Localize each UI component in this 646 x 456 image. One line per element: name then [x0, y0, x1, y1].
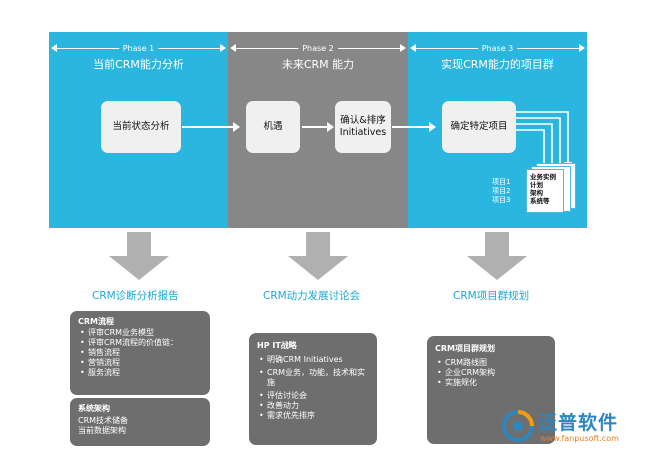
crm-process-box: CRM流程 评审CRM业务模型 评审CRM流程的价值链： 销售流程 营销流程 服… — [70, 311, 210, 395]
hp-it-strategy-heading: HP IT战略 — [257, 341, 297, 350]
system-architecture-heading: 系统架构 — [78, 404, 110, 413]
list-item: 企业CRM架构 — [437, 368, 547, 378]
opportunity-label: 机遇 — [263, 121, 283, 132]
logo-url: www.fanpusoft.com — [540, 434, 619, 443]
doc-line: 业务实例 — [530, 173, 556, 181]
list-item: CRM业务，功能，技术和实施 — [259, 368, 369, 388]
crm-program-box: CRM项目群规划 CRM路线图 企业CRM架构 实施规化 — [427, 336, 555, 444]
logo-name: 泛普软件 — [538, 412, 619, 434]
report-1: CRM诊断分析报告 — [92, 290, 179, 302]
specific-projects-box: 确定特定项目 — [442, 101, 516, 153]
doc-line: 系统等 — [530, 197, 550, 205]
phase-3-title: 实现CRM能力的项目群 — [441, 58, 554, 71]
list-item: 服务流程 — [80, 368, 202, 378]
phase-2-title: 未来CRM 能力 — [281, 58, 355, 71]
list-item: 评审CRM业务模型 — [80, 328, 202, 338]
project-labels: 项目1 项目2 项目3 — [492, 178, 510, 205]
current-state-box: 当前状态分析 — [101, 101, 181, 153]
project-doc: 业务实例 计划 架构 系统等 — [526, 169, 564, 213]
list-item: 明确CRM Initiatives — [259, 355, 369, 365]
list-item: 改善动力 — [259, 401, 369, 411]
confirm-label-1: 确认&排序 — [340, 115, 386, 126]
crm-program-heading: CRM项目群规划 — [435, 344, 495, 353]
opportunity-box: 机遇 — [246, 101, 300, 153]
flow-arrow-2 — [302, 122, 334, 132]
arrow-right-icon — [579, 44, 585, 52]
list-item: 营销流程 — [80, 358, 202, 368]
doc-line: 计划 — [530, 181, 543, 189]
phase-3-label: Phase 3 — [477, 42, 518, 56]
logo-icon — [502, 410, 534, 442]
confirm-box: 确认&排序 Initiatives — [335, 101, 391, 153]
confirm-label-2: Initiatives — [339, 127, 387, 138]
report-2: CRM动力发展讨论会 — [263, 290, 361, 302]
project-label: 项目2 — [492, 187, 511, 195]
phase-3-span: Phase 3 — [408, 42, 587, 56]
phase-1-title: 当前CRM能力分析 — [93, 58, 184, 71]
system-architecture-box: 系统架构 CRM技术储备 当前数据架构 — [70, 398, 210, 446]
specific-projects-label: 确定特定项目 — [450, 121, 508, 132]
list-item: CRM技术储备 — [78, 416, 129, 425]
flow-arrow-1 — [182, 122, 240, 132]
crm-process-heading: CRM流程 — [78, 317, 114, 326]
phase-1-label: Phase 1 — [118, 42, 159, 56]
flow-arrow-3 — [392, 122, 436, 132]
list-item: 评审CRM流程的价值链： — [80, 338, 202, 348]
current-state-label: 当前状态分析 — [112, 121, 170, 132]
project-label: 项目1 — [492, 178, 511, 186]
list-item: 实施规化 — [437, 378, 547, 388]
doc-line: 架构 — [530, 189, 543, 197]
list-item: CRM路线图 — [437, 358, 547, 368]
down-arrow-3 — [467, 232, 527, 280]
hp-it-strategy-box: HP IT战略 明确CRM Initiatives CRM业务，功能，技术和实施… — [249, 333, 377, 445]
arrow-left-icon — [230, 44, 236, 52]
down-arrow-2 — [288, 232, 348, 280]
arrow-right-icon — [220, 44, 226, 52]
arrow-left-icon — [410, 44, 416, 52]
arrow-right-icon — [400, 44, 406, 52]
list-item: 销售流程 — [80, 348, 202, 358]
logo: 泛普软件 www.fanpusoft.com — [500, 404, 640, 452]
list-item: 需求优先排序 — [259, 411, 369, 421]
arrow-left-icon — [51, 44, 57, 52]
report-3: CRM项目群规划 — [453, 290, 530, 302]
phase-2-span: Phase 2 — [228, 42, 408, 56]
list-item: 当前数据架构 — [78, 426, 126, 435]
list-item: 评估讨论会 — [259, 391, 369, 401]
project-label: 项目3 — [492, 196, 511, 204]
phase-1-span: Phase 1 — [49, 42, 228, 56]
phase-2-label: Phase 2 — [298, 42, 338, 56]
down-arrow-1 — [109, 232, 169, 280]
